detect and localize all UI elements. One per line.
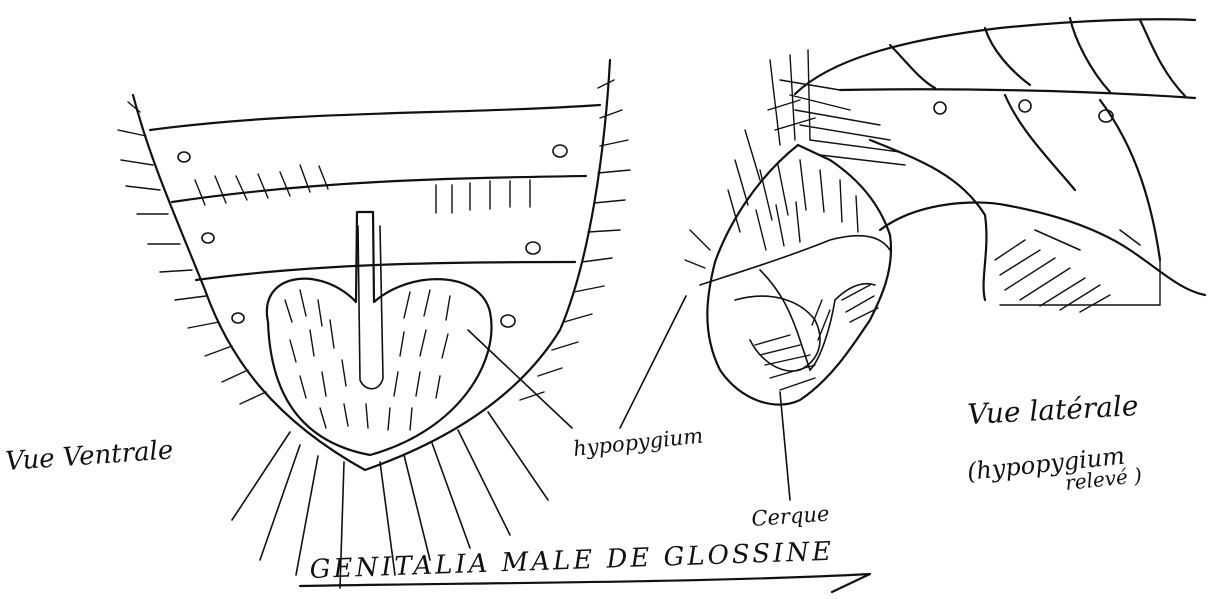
ventral-view-label: Vue Ventrale	[4, 435, 174, 477]
lateral-sternite-mark	[1035, 230, 1080, 250]
lateral-segment-divider	[1005, 95, 1075, 190]
ventral-spiracle	[232, 313, 244, 323]
lateral-view-figure	[685, 18, 1205, 405]
lateral-segment-line	[840, 89, 1195, 98]
lateral-segment-divider	[1070, 18, 1110, 92]
lateral-ventral-outline	[880, 203, 1205, 295]
ventral-median-cleft	[358, 226, 383, 389]
lateral-shaded-sternite	[995, 240, 1160, 312]
lateral-spiracle	[934, 102, 946, 114]
lateral-hypopygium-capsule	[707, 145, 891, 405]
cerque-label: Cerque	[751, 502, 830, 531]
hypopygium-leader-line	[468, 330, 572, 428]
lateral-hypopygium-inner	[700, 236, 890, 285]
ventral-segment-line-3	[196, 262, 575, 280]
ventral-hypopygium-plate	[267, 212, 492, 455]
lateral-segment-divider	[890, 45, 935, 88]
hypopygium-leader-line	[620, 296, 686, 428]
lateral-sternite-mark	[1120, 230, 1140, 245]
cerque-leader-line	[780, 392, 790, 500]
lateral-spiracle	[1019, 100, 1031, 112]
ventral-spiracle	[553, 145, 567, 157]
lateral-segment-divider	[1100, 100, 1160, 260]
ventral-spiracle	[178, 152, 190, 162]
lateral-cerque-hatch	[755, 285, 878, 390]
lateral-dorsal-outline	[795, 19, 1195, 94]
lateral-segment-divider	[985, 28, 1030, 85]
ventral-spiracle	[202, 233, 214, 243]
lateral-segment-divider	[1140, 20, 1185, 96]
ventral-segment-line-2	[172, 176, 586, 202]
lateral-clasper	[760, 270, 875, 370]
lateral-hypopygium-hairs	[685, 50, 858, 268]
ventral-segment-bristles	[195, 165, 530, 213]
hypopygium-label: hypopygium	[572, 423, 704, 460]
ventral-segment-line-1	[150, 105, 600, 130]
ventral-spiracle	[501, 315, 515, 327]
ventral-lobe-hairs	[285, 290, 450, 430]
ventral-view-figure	[118, 60, 630, 588]
ventral-spiracle	[526, 242, 540, 254]
lateral-view-label: Vue latérale	[967, 389, 1140, 431]
